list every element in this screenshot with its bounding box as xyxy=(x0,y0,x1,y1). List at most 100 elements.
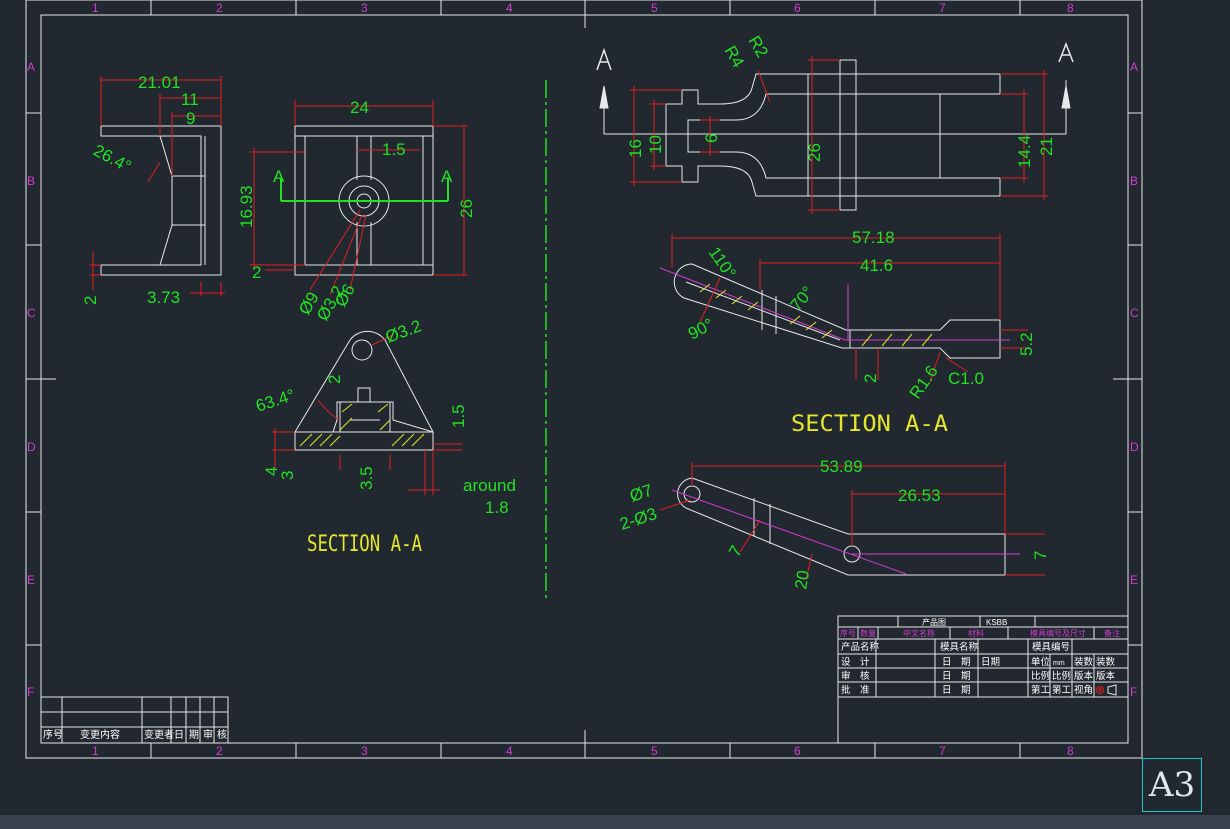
title-block xyxy=(837,615,1129,744)
view6-dim-20: 20 xyxy=(791,569,813,591)
view5-angle-110: 110° xyxy=(705,243,740,282)
view1-dimension-lines xyxy=(90,76,225,296)
view5-dim-57-18: 57.18 xyxy=(852,228,895,247)
revision-header-date: 期 xyxy=(189,729,199,741)
view1-dim-9: 9 xyxy=(186,109,195,128)
view3-section-title: SECTION A-A xyxy=(307,532,422,557)
view6-center-line xyxy=(671,489,907,575)
view2-dim-2: 2 xyxy=(252,263,261,282)
view3-dim-1-8: 1.8 xyxy=(485,498,509,517)
col-label-bottom-1: 1 xyxy=(92,744,99,758)
col-label-bottom-8: 8 xyxy=(1067,744,1074,758)
title-unit-value: mm xyxy=(1053,660,1065,667)
view1-dim-2: 2 xyxy=(81,296,100,305)
view3-dim-2: 2 xyxy=(325,375,344,384)
view3-dim-3-5: 3.5 xyxy=(357,466,376,490)
view6-dim-26-53: 26.53 xyxy=(898,486,941,505)
view6-arm-view xyxy=(677,477,1006,576)
col-label-top-5: 5 xyxy=(651,1,658,15)
title-product-name-label: 产品名称 xyxy=(841,641,880,653)
view5-dim-41-6: 41.6 xyxy=(860,256,893,275)
col-label-bottom-4: 4 xyxy=(506,744,513,758)
row-label-right-d: D xyxy=(1130,440,1139,454)
view3-dimension-lines xyxy=(272,334,462,495)
view5-dimension-lines xyxy=(671,234,1028,383)
col-label-top-2: 2 xyxy=(216,1,223,15)
view2-dimension-lines xyxy=(250,100,468,296)
view4-dimension-lines xyxy=(630,56,1048,214)
row-label-right-a: A xyxy=(1130,60,1138,74)
view4-dim-10: 10 xyxy=(646,135,665,154)
view3-hatch xyxy=(299,403,425,447)
title-sheet-label: 第工 xyxy=(1031,684,1051,696)
revision-header-author: 变更者 xyxy=(144,728,174,741)
revision-header-content: 变更内容 xyxy=(80,728,120,741)
col-label-top-8: 8 xyxy=(1067,1,1074,15)
view2-dim-24: 24 xyxy=(350,98,369,117)
title-scale-value: 比例 xyxy=(1052,670,1071,682)
title-row1-qty: 数量 xyxy=(860,628,876,638)
title-design-date-label: 日 期 xyxy=(942,657,971,668)
title-view-label: 视角 xyxy=(1074,684,1093,696)
col-label-top-4: 4 xyxy=(506,1,513,15)
view5-r1-6: R1.6 xyxy=(906,362,942,402)
title-mold-name-label: 模具名称 xyxy=(940,641,979,653)
view5-hatch xyxy=(699,283,933,347)
view3-around: around xyxy=(463,476,516,495)
revision-header-day: 日 xyxy=(174,730,184,741)
view4-r4: R4 xyxy=(721,43,748,71)
view4-dim-6: 6 xyxy=(702,134,721,143)
revision-header-no: 序号 xyxy=(43,728,63,741)
title-unit-label: 单位 xyxy=(1031,656,1051,668)
col-label-bottom-6: 6 xyxy=(794,744,801,758)
title-count-label: 装数 xyxy=(1074,656,1094,668)
view6-dim-7b: 7 xyxy=(1031,551,1050,560)
title-review-date-label: 日 期 xyxy=(942,671,971,682)
view1-dim-11: 11 xyxy=(181,90,199,109)
view2-dim-26: 26 xyxy=(457,199,476,218)
title-approve-date-label: 日 期 xyxy=(942,685,971,696)
view5-c1-0: C1.0 xyxy=(948,369,984,388)
row-label-left-c: C xyxy=(27,306,36,320)
view2-dim-1-5: 1.5 xyxy=(382,140,406,159)
view2-arrow-a-left: A xyxy=(273,167,285,186)
view4-section-arrow-a-glyphs xyxy=(596,41,1074,71)
row-label-left-d: D xyxy=(27,440,36,454)
title-scale-label: 比例 xyxy=(1031,670,1050,682)
view1-dim-21-01: 21.01 xyxy=(138,73,181,92)
row-label-right-b: B xyxy=(1130,174,1138,188)
view6-dia-7: Ø7 xyxy=(627,481,654,506)
view4-r2: R2 xyxy=(745,33,772,61)
view5-angle-90: 90° xyxy=(685,315,717,344)
view2-arrow-a-right: A xyxy=(441,167,453,186)
view4-dim-26: 26 xyxy=(805,143,824,162)
row-label-left-a: A xyxy=(27,60,35,74)
revision-block xyxy=(40,696,229,744)
view1-dim-angle: 26.4° xyxy=(90,141,134,177)
col-label-bottom-7: 7 xyxy=(939,744,946,758)
title-row1-no: 序号 xyxy=(840,628,856,638)
revision-header-review: 审 xyxy=(203,728,213,741)
view6-dim-53-89: 53.89 xyxy=(820,457,863,476)
view3-dim-angle: 63.4° xyxy=(253,385,297,415)
col-label-bottom-3: 3 xyxy=(361,744,368,758)
view3-section-view xyxy=(294,330,434,451)
view3-dim-3: 3 xyxy=(278,471,297,480)
col-label-top-6: 6 xyxy=(794,1,801,15)
title-design-date: 日期 xyxy=(981,657,1000,668)
title-row1-remark: 备注 xyxy=(1104,628,1120,638)
title-design-label: 设 计 xyxy=(841,656,870,668)
row-label-right-f: F xyxy=(1130,685,1137,699)
view5-dim-5-2: 5.2 xyxy=(1017,332,1036,356)
title-row1-mold-size: 模具编号及尺寸 xyxy=(1030,628,1086,638)
row-label-left-e: E xyxy=(27,573,35,587)
zone-ticks xyxy=(26,0,1142,758)
title-row1-material: 材料 xyxy=(968,628,984,638)
sheet-size-badge: A3 xyxy=(1142,758,1202,812)
col-label-top-1: 1 xyxy=(92,1,99,15)
col-label-bottom-2: 2 xyxy=(216,744,223,758)
title-row1-name: 中文名称 xyxy=(903,628,935,638)
view3-dim-4: 4 xyxy=(262,467,281,476)
view2-section-line xyxy=(280,178,449,202)
view1-dim-3-73: 3.73 xyxy=(147,288,180,307)
